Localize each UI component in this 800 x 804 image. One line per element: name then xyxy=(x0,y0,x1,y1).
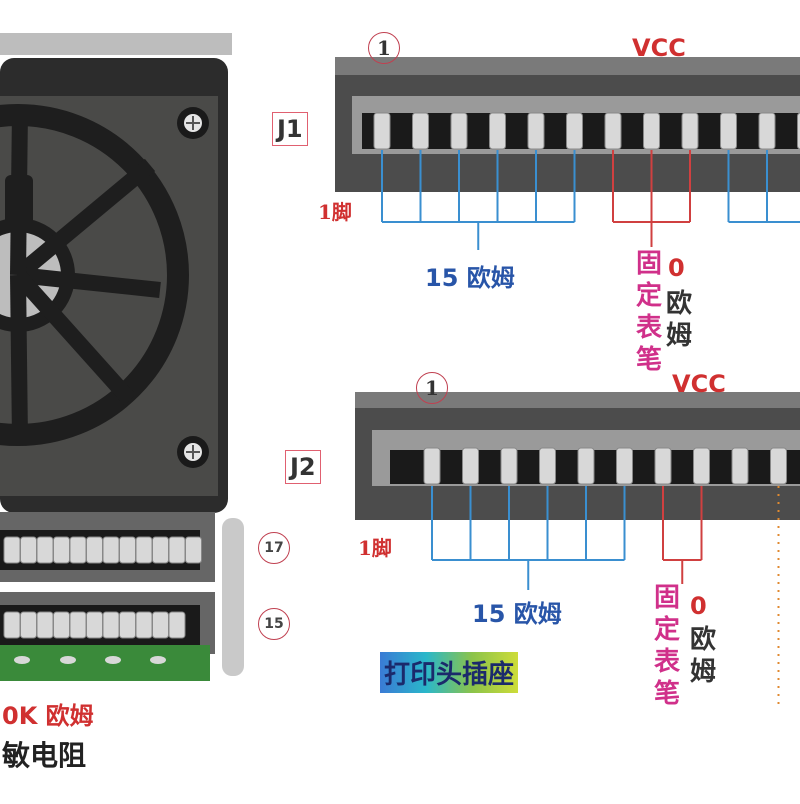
left15-pin xyxy=(87,612,103,638)
left17-pin xyxy=(21,537,37,563)
left17-pin xyxy=(70,537,86,563)
j2-pin xyxy=(617,448,633,484)
j2-pin xyxy=(655,448,671,484)
screw-top xyxy=(177,107,209,139)
j1-ohm-vertical: 欧姆 xyxy=(664,288,694,352)
left-pins-15 xyxy=(4,612,185,638)
j2-vcc-label: VCC xyxy=(672,370,726,398)
left17-pin xyxy=(37,537,53,563)
printhead-socket-title: 打印头插座 xyxy=(380,652,518,693)
left15-pin xyxy=(136,612,152,638)
fan-assembly xyxy=(0,33,244,681)
fan-clip xyxy=(5,175,33,230)
j1-pin xyxy=(644,113,660,149)
thermistor-value: 0K 欧姆 xyxy=(2,696,94,731)
j2-pin xyxy=(424,448,440,484)
j1-zero-label: 0 xyxy=(668,254,685,282)
left15-pin xyxy=(70,612,86,638)
j2-pin xyxy=(771,448,787,484)
left15-pin xyxy=(4,612,20,638)
j1-pin xyxy=(721,113,737,149)
j2-pin1-text: 1脚 xyxy=(358,532,392,561)
j2-pin xyxy=(732,448,748,484)
thermistor-name: 敏电阻 xyxy=(2,734,86,774)
left15-pin xyxy=(120,612,136,638)
left15-pin xyxy=(37,612,53,638)
j1-pin xyxy=(490,113,506,149)
j1-label: J1 xyxy=(272,112,308,146)
j1-pin xyxy=(451,113,467,149)
top-rail xyxy=(0,33,232,55)
pcb-strip xyxy=(0,645,210,681)
j2-pin xyxy=(501,448,517,484)
left-pins-17 xyxy=(4,537,202,563)
left17-pin xyxy=(54,537,70,563)
j2-pin xyxy=(694,448,710,484)
j2-zero-label: 0 xyxy=(690,592,707,620)
j1-15-ohm-label: 15 欧姆 xyxy=(425,258,515,293)
left15-pin xyxy=(103,612,119,638)
left17-pin xyxy=(169,537,185,563)
left17-pin xyxy=(4,537,20,563)
j1-pin xyxy=(413,113,429,149)
left17-pin xyxy=(87,537,103,563)
j1-pin xyxy=(567,113,583,149)
j2-pin xyxy=(463,448,479,484)
j1-pin xyxy=(759,113,775,149)
j2-pin-one-marker: 1 xyxy=(416,372,448,404)
left15-pin xyxy=(54,612,70,638)
marker-17: 17 xyxy=(258,532,290,564)
j1-fixed-probe-label: 固定表笔 xyxy=(634,248,664,376)
left17-pin xyxy=(186,537,202,563)
j1-connector xyxy=(335,57,800,250)
j1-pin1-text: 1脚 xyxy=(318,196,352,225)
j1-pin-one-marker: 1 xyxy=(368,32,400,64)
j1-pin xyxy=(374,113,390,149)
j1-vcc-label: VCC xyxy=(632,34,686,62)
j1-pin xyxy=(605,113,621,149)
left15-pin xyxy=(21,612,37,638)
marker-15: 15 xyxy=(258,608,290,640)
j1-pin xyxy=(682,113,698,149)
j2-ohm-vertical: 欧姆 xyxy=(688,624,718,688)
left17-pin xyxy=(136,537,152,563)
j2-pin xyxy=(578,448,594,484)
j2-15-ohm-label: 15 欧姆 xyxy=(472,594,562,629)
left15-pin xyxy=(169,612,185,638)
j2-label: J2 xyxy=(285,450,321,484)
j2-pin xyxy=(540,448,556,484)
j1-pin xyxy=(528,113,544,149)
j2-fixed-probe-label: 固定表笔 xyxy=(652,582,682,710)
screw-bottom xyxy=(177,436,209,468)
left17-pin xyxy=(103,537,119,563)
left17-pin xyxy=(120,537,136,563)
left17-pin xyxy=(153,537,169,563)
side-bracket xyxy=(222,518,244,676)
left15-pin xyxy=(153,612,169,638)
